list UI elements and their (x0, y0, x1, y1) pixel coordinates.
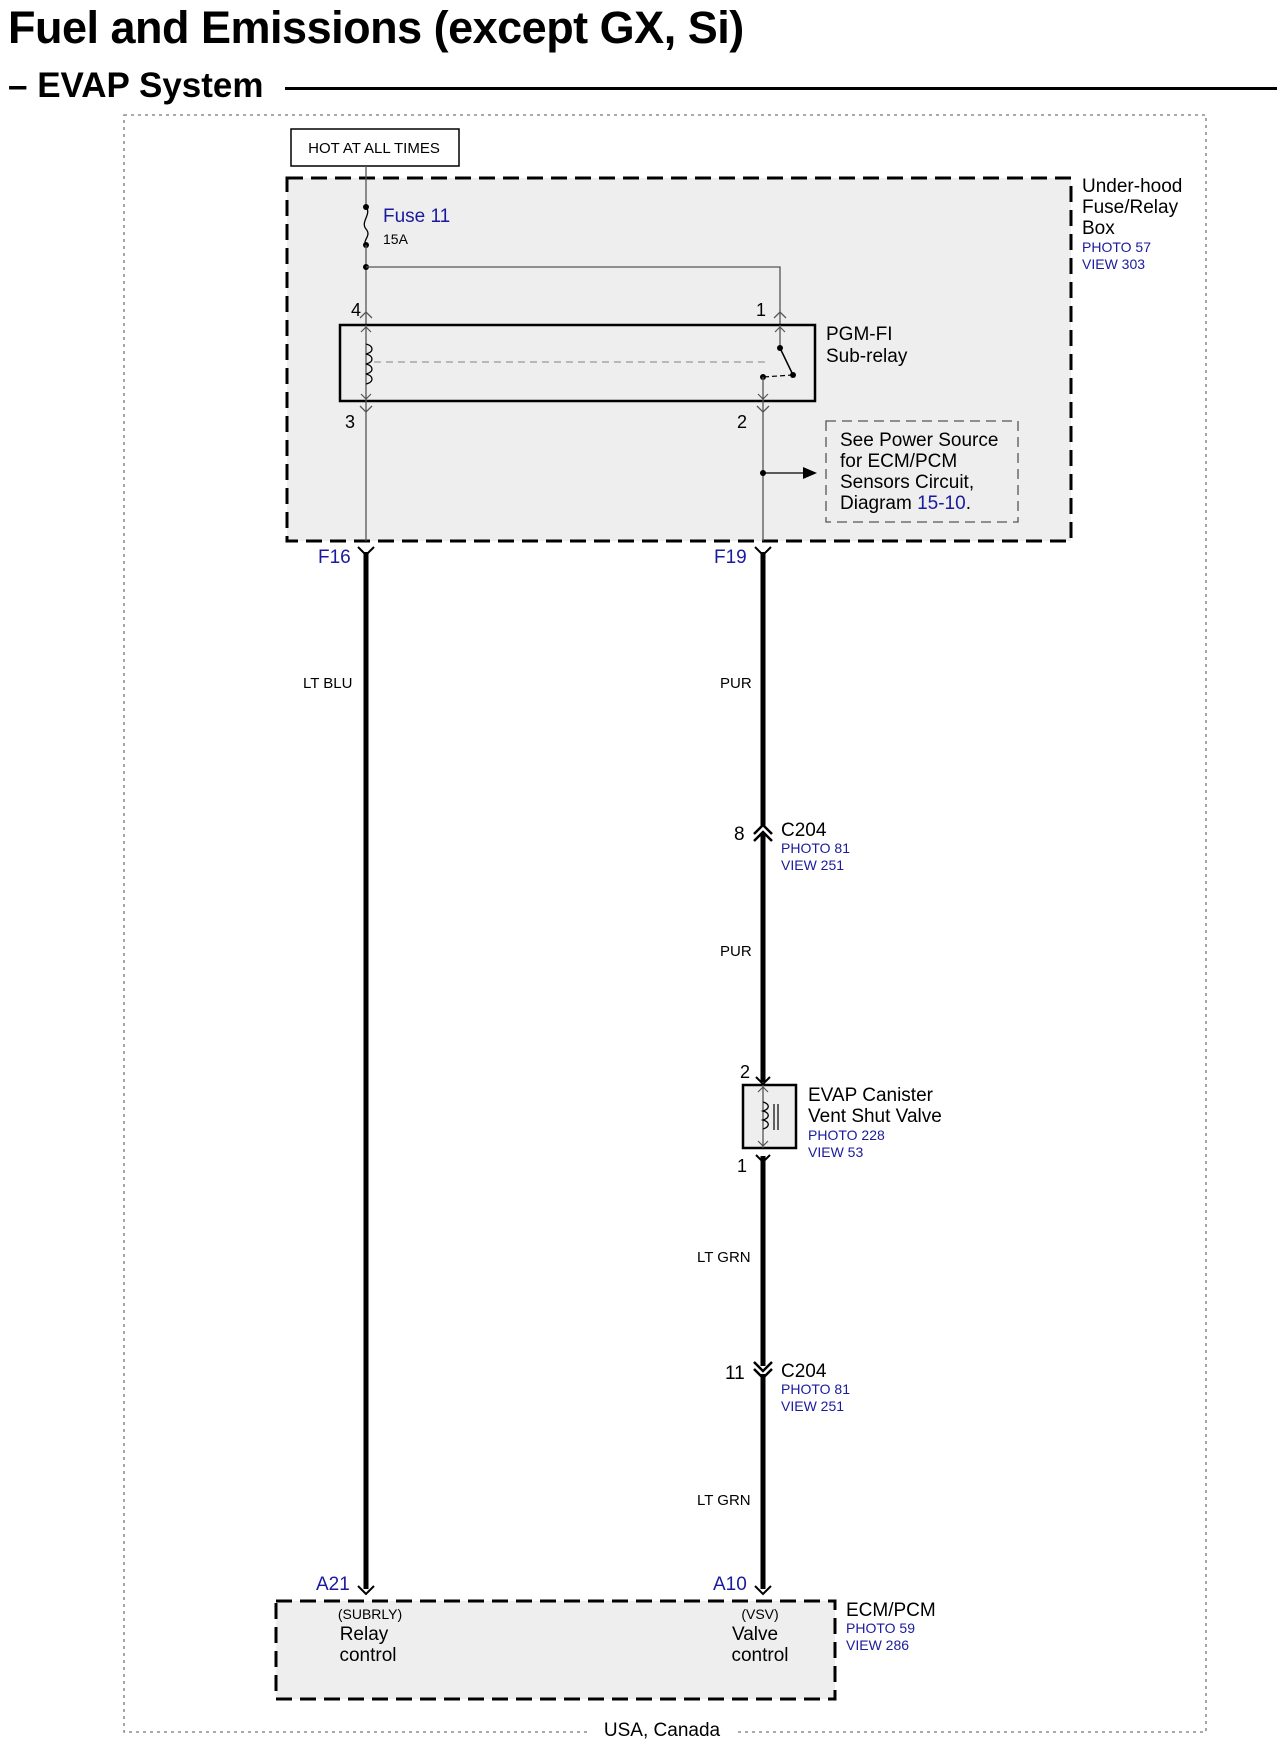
ecm-pcm-box (274, 1599, 837, 1701)
svg-text:VIEW 251: VIEW 251 (781, 857, 844, 873)
svg-text:VIEW 286: VIEW 286 (846, 1637, 909, 1653)
ecm-pcm-label: ECM/PCM PHOTO 59 VIEW 286 (846, 1600, 936, 1653)
wire-color-left: LT BLU (303, 675, 352, 692)
power-source-label: HOT AT ALL TIMES (290, 128, 460, 167)
svg-text:(SUBRLY): (SUBRLY) (338, 1606, 402, 1622)
fuse-box-label: Under-hood Fuse/Relay Box PHOTO 57 VIEW … (1082, 176, 1182, 272)
terminal-a21: A21 (316, 1574, 350, 1595)
connector-c204-pin-8: 8 C204 PHOTO 81 VIEW 251 (734, 820, 850, 873)
section-rule (285, 87, 1277, 90)
relay-pin-3: 3 (345, 412, 355, 432)
svg-text:ECM/PCM: ECM/PCM (846, 1600, 936, 1621)
relay-control-terminal: (SUBRLY) Relay control (338, 1606, 402, 1666)
svg-text:HOT AT ALL TIMES: HOT AT ALL TIMES (308, 140, 440, 157)
terminal-f16: F16 (318, 547, 351, 568)
evap-canister-vent-shut-valve: 2 1 EVAP Canister Vent Shut Valve PHOTO … (737, 1062, 942, 1176)
terminal-a10: A10 (713, 1574, 747, 1595)
svg-text:PGM-FI: PGM-FI (826, 324, 893, 345)
wire-color-right-4: LT GRN (697, 1492, 751, 1509)
svg-text:PHOTO 57: PHOTO 57 (1082, 239, 1151, 255)
svg-text:Relay: Relay (340, 1624, 389, 1645)
svg-text:C204: C204 (781, 1361, 827, 1382)
diagram-frame (123, 114, 1207, 1733)
svg-text:See Power Source: See Power Source (840, 430, 998, 451)
svg-text:2: 2 (740, 1062, 750, 1082)
svg-text:Under-hood: Under-hood (1082, 176, 1182, 197)
svg-text:C204: C204 (781, 820, 827, 841)
svg-text:VIEW 251: VIEW 251 (781, 1398, 844, 1414)
svg-text:Vent Shut Valve: Vent Shut Valve (808, 1106, 942, 1127)
svg-text:PHOTO 59: PHOTO 59 (846, 1620, 915, 1636)
svg-text:(VSV): (VSV) (741, 1606, 778, 1622)
svg-text:PHOTO 228: PHOTO 228 (808, 1127, 885, 1143)
page-title: Fuel and Emissions (except GX, Si) (8, 2, 744, 53)
svg-text:EVAP Canister: EVAP Canister (808, 1085, 934, 1106)
svg-text:Box: Box (1082, 218, 1115, 239)
fuse-name: Fuse 11 (383, 206, 450, 227)
svg-text:control: control (339, 1645, 396, 1666)
section-title: – EVAP System (8, 66, 278, 106)
valve-control-terminal: (VSV) Valve control (731, 1606, 788, 1666)
wire-color-right-3: LT GRN (697, 1249, 751, 1266)
svg-text:Sub-relay: Sub-relay (826, 346, 908, 367)
svg-text:control: control (731, 1645, 788, 1666)
svg-text:VIEW 303: VIEW 303 (1082, 256, 1145, 272)
connector-c204-pin-11: 11 C204 PHOTO 81 VIEW 251 (725, 1361, 850, 1414)
reference-note: See Power Source for ECM/PCM Sensors Cir… (825, 420, 1019, 523)
pgm-fi-sub-relay: PGM-FI Sub-relay (338, 311, 908, 403)
svg-text:Fuse/Relay: Fuse/Relay (1082, 197, 1179, 218)
svg-text:VIEW 53: VIEW 53 (808, 1144, 863, 1160)
svg-text:1: 1 (737, 1156, 747, 1176)
relay-pin-4: 4 (351, 300, 361, 320)
wire-color-right-2: PUR (720, 943, 752, 960)
svg-text:Valve: Valve (732, 1624, 778, 1645)
svg-text:Diagram 15-10.: Diagram 15-10. (840, 493, 971, 514)
relay-pin-1: 1 (756, 300, 766, 320)
svg-text:8: 8 (734, 824, 745, 845)
terminal-f19: F19 (714, 547, 747, 568)
diagram-link[interactable]: 15-10 (917, 493, 966, 514)
fuse-rating: 15A (383, 231, 409, 247)
svg-text:PHOTO 81: PHOTO 81 (781, 1381, 850, 1397)
relay-pin-2: 2 (737, 412, 747, 432)
region-label: USA, Canada (604, 1720, 721, 1741)
svg-text:PHOTO 81: PHOTO 81 (781, 840, 850, 856)
svg-text:Sensors Circuit,: Sensors Circuit, (840, 472, 974, 493)
svg-text:11: 11 (725, 1363, 745, 1384)
svg-text:for ECM/PCM: for ECM/PCM (840, 451, 957, 472)
wire-color-right-1: PUR (720, 675, 752, 692)
fuse-11: Fuse 11 15A (363, 166, 450, 248)
